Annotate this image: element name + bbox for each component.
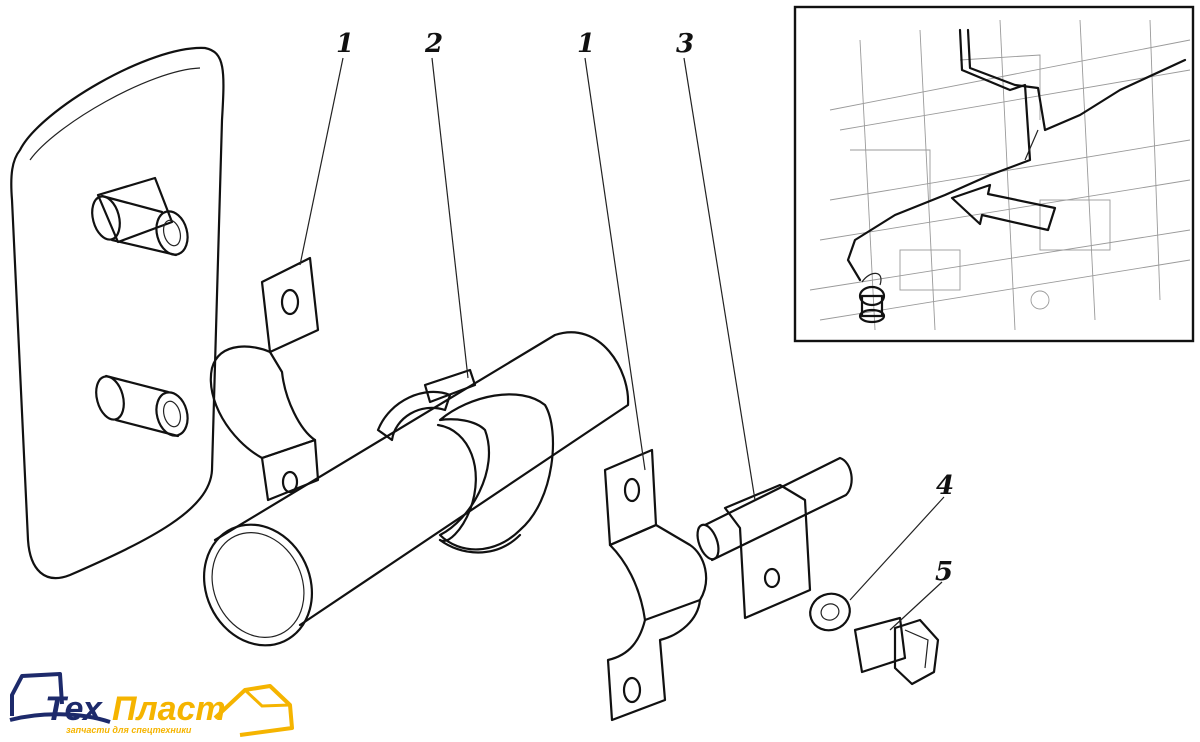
lower-boss <box>95 374 189 438</box>
logo-tagline: запчасти для спецтехники <box>66 725 192 735</box>
pointer-arrow-icon <box>950 183 1057 232</box>
rubber-cushion <box>376 368 554 554</box>
callout-5: 5 <box>935 557 953 587</box>
rod-bracket <box>696 456 853 620</box>
upper-boss <box>91 176 189 257</box>
clamp-right <box>603 448 708 722</box>
callout-2: 2 <box>424 29 443 59</box>
mounting-plate <box>10 46 225 580</box>
logo-text-part2: Пласт <box>112 690 226 728</box>
washer <box>809 592 851 632</box>
inset-pipeline <box>846 28 1187 282</box>
leader-lines <box>299 57 945 631</box>
excavator-icon <box>9 672 294 737</box>
inset-component <box>858 272 886 324</box>
inset-frame-sketch <box>809 19 1191 331</box>
bolt <box>853 616 940 686</box>
callout-3: 3 <box>676 29 694 59</box>
pipe <box>202 331 630 647</box>
logo-text-part1: Тех <box>45 690 104 728</box>
brand-logo: Тех Пласт запчасти для спецтехники <box>9 672 294 737</box>
callout-1b: 1 <box>577 29 595 59</box>
callout-4: 4 <box>936 471 954 501</box>
inset-location-view <box>793 5 1195 343</box>
clamp-left <box>209 256 320 502</box>
callout-1a: 1 <box>336 29 354 59</box>
